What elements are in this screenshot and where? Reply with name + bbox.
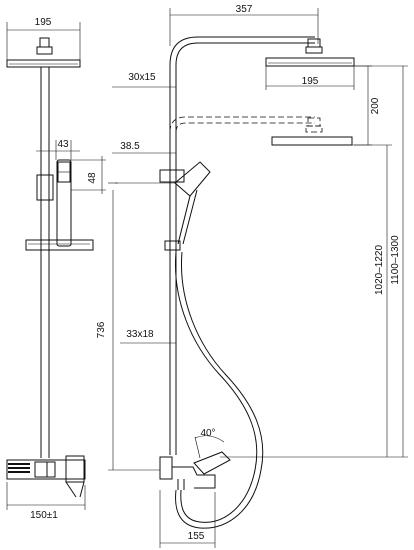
dim-head-drop: 200 (370, 97, 381, 114)
dim-handshower-width: 43 (57, 139, 69, 150)
dim-holder-height: 48 (87, 172, 98, 184)
thermostatic-mixer-front (6, 459, 86, 480)
hand-shower (56, 159, 72, 247)
soap-shelf (25, 239, 94, 251)
dim-left-head-width: 195 (35, 17, 52, 28)
slide-holder-side (164, 240, 181, 251)
mixer-lever (193, 451, 231, 475)
front-view: 195 43 48 (6, 17, 106, 521)
side-view: 357 195 30x15 200 38.5 (96, 4, 408, 548)
mixer-spout (172, 466, 216, 489)
dim-spout-length: 155 (188, 531, 205, 542)
overhead-shower-head (6, 59, 81, 68)
thermostatic-mixer-side (159, 456, 173, 480)
dim-column-offset: 357 (236, 4, 253, 15)
dim-head-width: 195 (302, 76, 319, 87)
dim-mixer-width: 150±1 (30, 510, 58, 521)
dim-column-diameter: 38.5 (120, 141, 140, 152)
overhead-shower-head-side (265, 57, 355, 67)
overhead-shower-head-lowered (271, 136, 353, 146)
dim-arm-section: 30x15 (128, 72, 156, 83)
hand-shower-side (174, 161, 211, 197)
shower-arm (169, 36, 315, 95)
dim-lever-angle: 40° (200, 428, 215, 439)
dim-height-range-outer: 1100–1300 (390, 235, 401, 285)
slide-holder (36, 174, 54, 201)
dim-mixer-height: 736 (96, 321, 107, 338)
dim-height-range-inner: 1020–1220 (374, 245, 385, 295)
shower-hose (174, 251, 258, 523)
dim-bar-section: 33x18 (126, 329, 154, 340)
